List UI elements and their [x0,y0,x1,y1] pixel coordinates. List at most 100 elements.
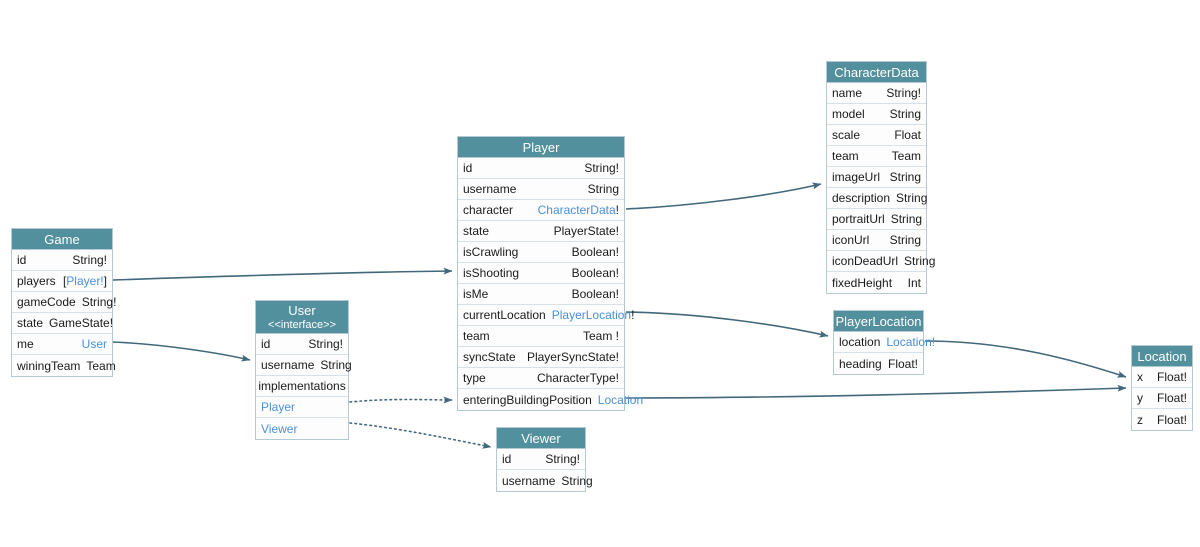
field-name: Viewer [261,421,298,436]
field-name: implementations [258,379,346,393]
field-row[interactable]: portraitUrl String [827,209,926,230]
field-type: String [561,473,593,488]
field-name: imageUrl [832,170,881,184]
edge-user-implements-player [349,396,453,404]
entity-stereotype: <<interface>> [268,319,336,331]
field-type: String [889,107,921,121]
field-name: isMe [463,287,489,301]
field-name: isShooting [463,266,520,280]
field-type: Boolean! [571,245,619,259]
field-type: Float! [1156,412,1187,427]
field-name: me [17,337,34,351]
field-name: id [502,452,512,466]
field-name: name [832,86,863,100]
field-name: fixedHeight [832,275,893,290]
field-row[interactable]: isMe Boolean! [458,284,624,305]
field-name: location [839,335,881,349]
field-row[interactable]: players[Player!] [12,271,112,292]
field-name: type [463,371,486,385]
entity-header-playerlocation: PlayerLocation [834,311,923,332]
field-type: String! [308,337,343,351]
field-type: Float! [1156,370,1187,384]
edge-game-me-to-user [112,341,251,362]
field-type: Team [891,149,921,163]
field-name: heading [839,356,882,371]
field-row[interactable]: isShooting Boolean! [458,263,624,284]
field-type: String [889,233,921,247]
field-row[interactable]: imageUrl String [827,167,926,188]
field-row[interactable]: x Float! [1132,367,1192,388]
field-row[interactable]: iconUrl String [827,230,926,251]
field-type: Team ! [582,329,619,343]
field-name: x [1137,370,1143,384]
entity-header-user: User<<interface>> [256,301,348,334]
edge-player-character-to-characterdata [625,182,822,210]
field-row[interactable]: Player [256,397,348,418]
field-name: id [463,161,473,175]
field-type: String [320,358,352,372]
field-name: portraitUrl [832,212,885,226]
field-type: String [889,170,921,184]
field-type: CharacterData! [537,203,619,217]
field-type: String [896,191,928,205]
field-type: Int [907,275,921,290]
field-name: scale [832,128,861,142]
field-name: iconUrl [832,233,870,247]
entity-header-location: Location [1132,346,1192,367]
field-type: String [587,182,619,196]
field-type: Float [894,128,921,142]
field-name: gameCode [17,295,76,309]
field-type: Boolean! [571,287,619,301]
field-name: enteringBuildingPosition [463,392,592,407]
field-name: state [17,316,44,330]
field-type: String [890,212,923,226]
field-row[interactable]: scale Float [827,125,926,146]
field-type: Boolean! [571,266,619,280]
field-row[interactable]: implementations [256,376,348,397]
field-type: Team [86,358,116,373]
field-row[interactable]: Viewer [256,418,348,439]
edge-player-currentlocation-to-playerlocation [625,311,829,338]
field-type: PlayerState! [553,224,619,238]
field-name: id [17,253,27,267]
field-type: Float! [887,356,918,371]
field-row[interactable]: fixedHeight Int [827,272,926,293]
field-type: [Player!] [62,274,107,288]
field-row[interactable]: heading Float! [834,353,923,374]
edge-player-enteringbuildingposition-to-location [625,384,1127,399]
